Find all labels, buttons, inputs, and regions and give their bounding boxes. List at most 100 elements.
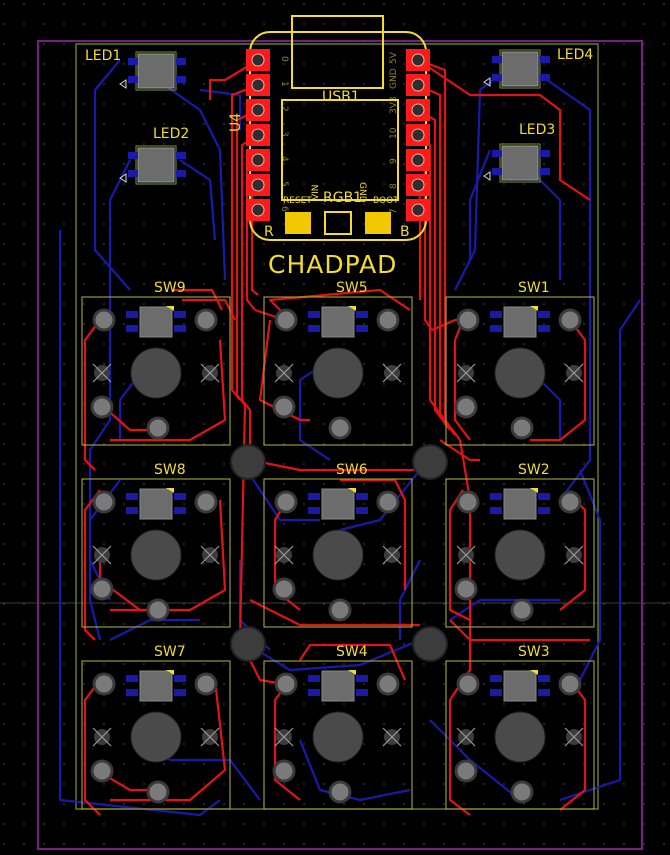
led-pin1-marker [119,79,127,89]
led-pad [176,76,186,83]
switch-led-pad [308,493,320,500]
led-body [137,147,175,183]
switch-center-hole [494,347,546,399]
switch-led-marker [166,488,174,493]
switch-fab-outline [445,660,595,810]
led-pad [128,76,138,83]
mcu-pin-number-right: 7 [389,208,399,214]
switch-pin-pad [328,598,352,622]
switch-pin-pad [510,416,534,440]
switch-fab-outline [81,296,231,446]
switch-led-pad [126,689,138,696]
switch-led-pad [126,493,138,500]
switch-post-mark [456,545,476,565]
switch-pin-pad [558,490,582,514]
mcu-pin-drill [411,153,425,167]
switch-sw9[interactable]: SW9 [81,280,231,446]
led-body [501,145,539,181]
switch-ref-label: SW9 [154,280,186,296]
led-pad [128,152,138,159]
switch-post-mark [456,363,476,383]
switch-post-mark [274,545,294,565]
switch-led-pad [174,311,186,318]
mcu-pin-drill [251,128,265,142]
edge-cuts-outline [37,40,643,850]
switch-ref-label: SW5 [336,280,368,296]
led-pad [176,170,186,177]
switch-led-pad [490,325,502,332]
led-outline [135,145,177,185]
led-led4[interactable]: LED4 [483,47,593,89]
switch-center-hole [130,529,182,581]
mcu-pin-drill [251,153,265,167]
switch-led-body [139,306,173,338]
switch-post-mark [382,545,402,565]
mounting-hole-h2 [412,444,448,480]
switch-post-mark [274,363,294,383]
switch-led-body [139,670,173,702]
led-led3[interactable]: LED3 [483,122,555,183]
mcu-pin-drill [251,178,265,192]
switch-led-pad [490,689,502,696]
switch-post-mark [382,727,402,747]
switch-post-mark [92,545,112,565]
switch-sw6[interactable]: SW6 [263,462,413,628]
switch-post-mark [92,363,112,383]
switch-led-marker [530,488,538,493]
switch-led-marker [530,670,538,675]
switch-pin-pad [92,308,116,332]
led-led2[interactable]: LED2 [119,126,189,185]
switch-led-marker [348,306,356,311]
switch-fab-outline [263,660,413,810]
switch-sw8[interactable]: SW8 [81,462,231,628]
switch-center-hole [130,711,182,763]
led-pad [492,56,502,63]
switch-sw1[interactable]: SW1 [445,280,595,446]
switch-fab-outline [445,296,595,446]
led-body [137,53,175,89]
switch-sw4[interactable]: SW4 [263,644,413,810]
led-led1[interactable]: LED1 [85,48,186,91]
switch-sw2[interactable]: SW2 [445,462,595,628]
switch-led-pad [490,675,502,682]
switch-ref-label: SW3 [518,644,550,660]
switch-fab-outline [81,478,231,628]
switch-pin-pad [510,598,534,622]
mcu-pin-number-left: 4 [279,156,289,162]
switch-sw7[interactable]: SW7 [81,644,231,810]
led-pad [176,58,186,65]
led-pad [176,152,186,159]
switch-sw5[interactable]: SW5 [263,280,413,446]
switch-post-mark [200,363,220,383]
switch-post-mark [564,545,584,565]
switch-fab-outline [263,478,413,628]
switch-post-mark [92,727,112,747]
led-ref-label: LED3 [519,122,555,138]
switch-pin-pad [146,416,170,440]
switch-led-pad [126,675,138,682]
switch-sw3[interactable]: SW3 [445,644,595,810]
switch-led-marker [348,670,356,675]
switch-led-pad [174,675,186,682]
switch-led-pad [538,325,550,332]
mcu-pin-number-left: 0 [279,56,289,62]
switch-post-mark [382,363,402,383]
switch-center-hole [130,347,182,399]
switch-ref-label: SW8 [154,462,186,478]
switch-center-hole [494,529,546,581]
switch-pin-pad [454,395,478,419]
switch-post-mark [564,363,584,383]
switch-fab-outline [445,478,595,628]
switch-led-body [503,670,537,702]
mounting-hole-h3 [230,626,266,662]
b-label: B [400,224,410,240]
switch-ref-label: SW1 [518,280,550,296]
switch-pin-pad [272,395,296,419]
switch-led-pad [356,311,368,318]
back-copper-layer [58,59,641,817]
switch-pin-pad [558,672,582,696]
switch-fab-outline [263,296,413,446]
mcu-pin-number-right: 9 [389,158,399,164]
